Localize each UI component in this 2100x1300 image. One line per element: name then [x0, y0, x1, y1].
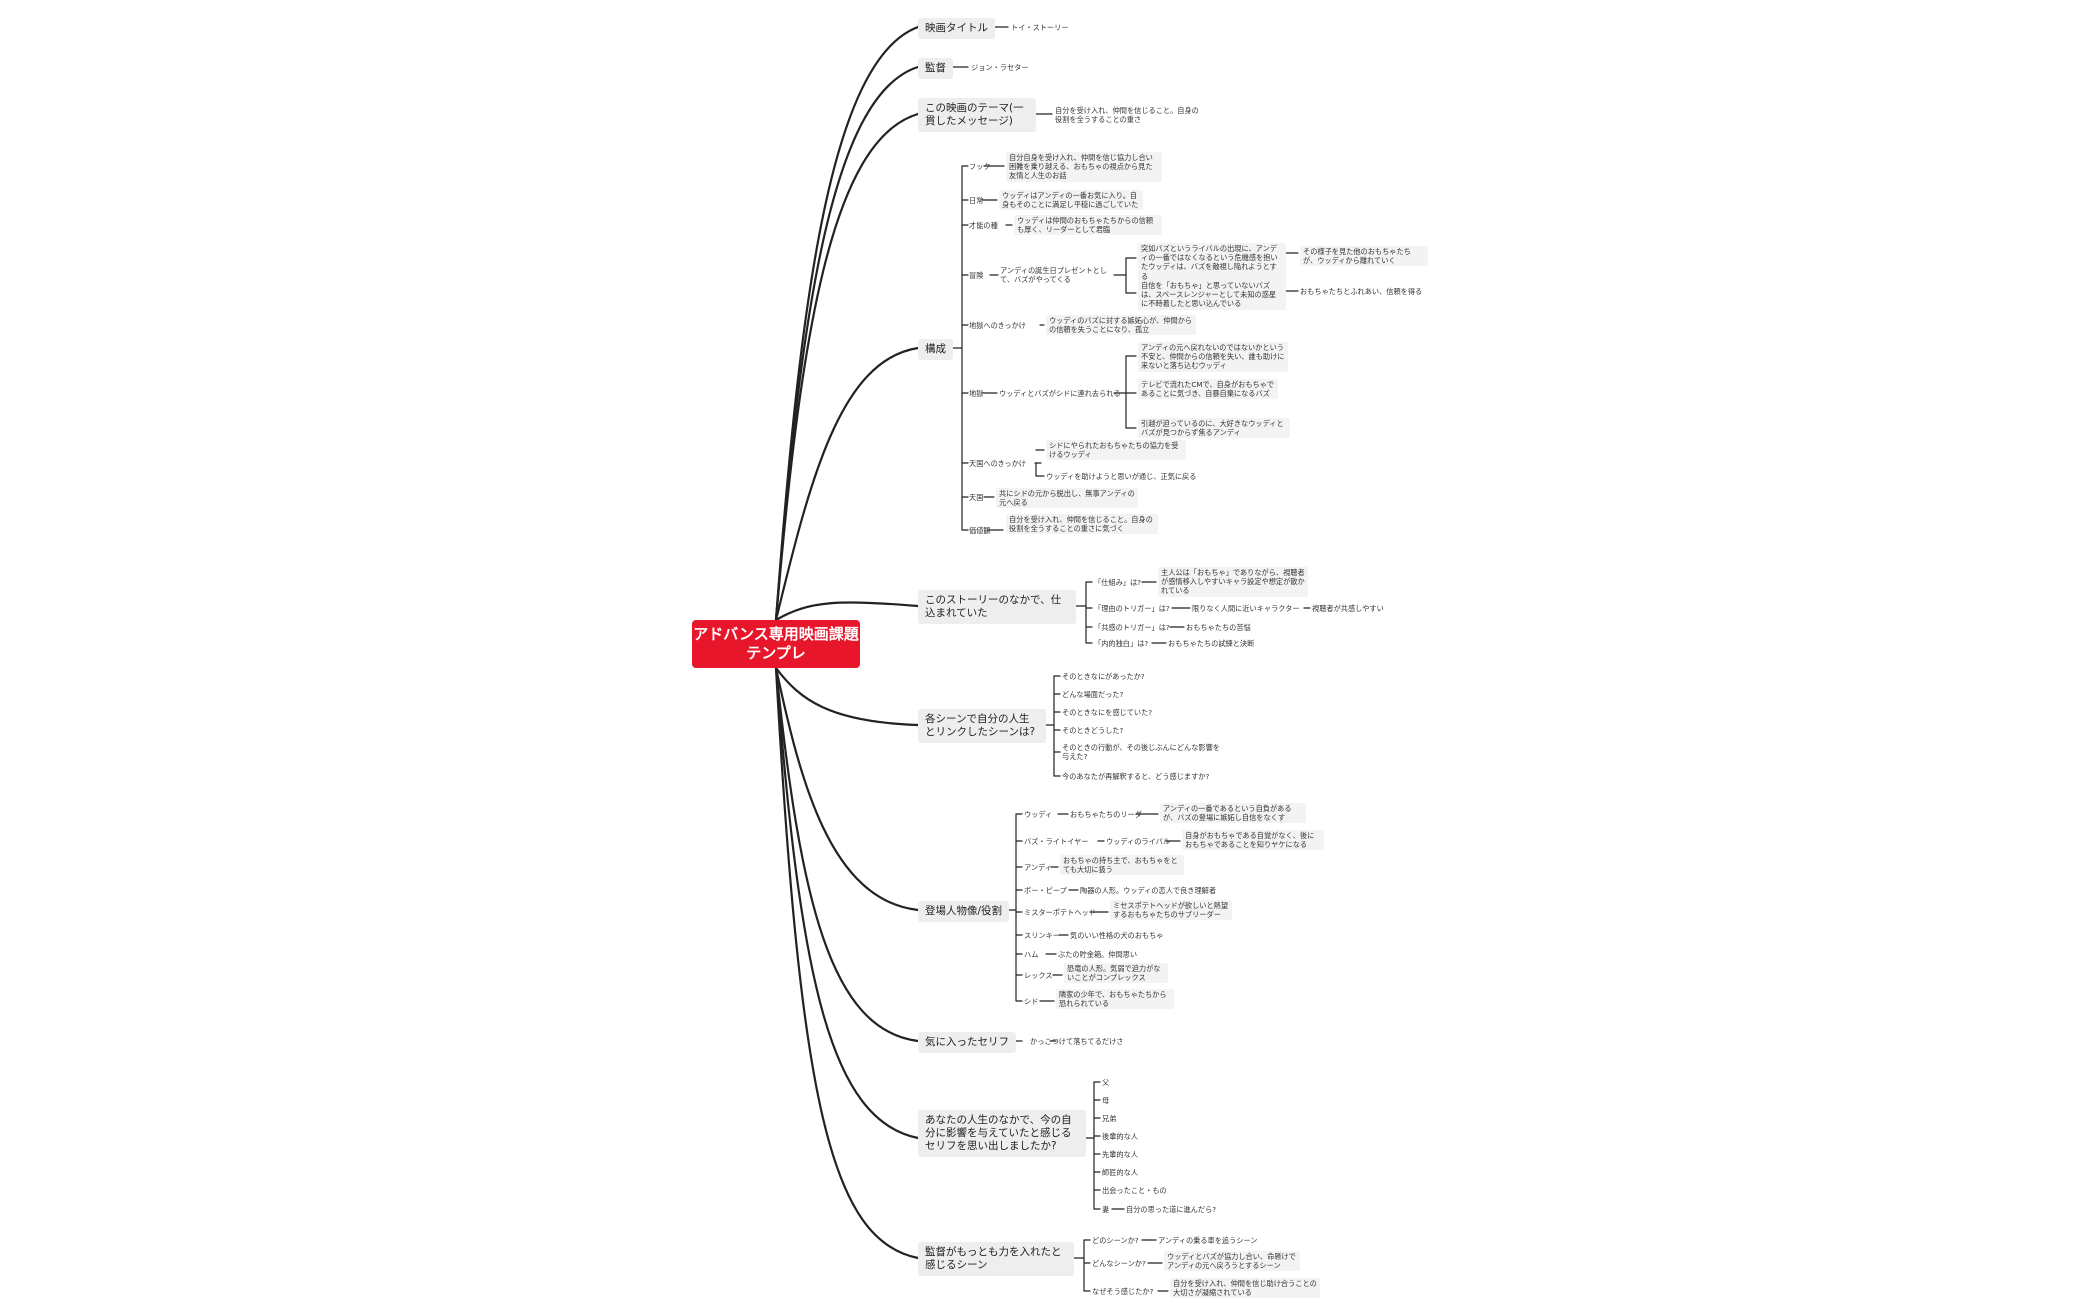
- character-woody[interactable]: ウッディ: [1024, 810, 1053, 819]
- adventure-child-1[interactable]: 突如バズというライバルの出現に、アンディの一番ではなくなるという危機感を抱いたウ…: [1138, 243, 1286, 282]
- structure-heaven-trigger[interactable]: 天国へのきっかけ: [969, 459, 1026, 468]
- character-sid-role[interactable]: 隣家の少年で、おもちゃたちから恐れられている: [1056, 989, 1174, 1010]
- character-slinky[interactable]: スリンキー: [1024, 931, 1060, 940]
- director-focus-a2[interactable]: ウッディとバズが協力し合い、命懸けでアンディの元へ戻ろうとするシーン: [1164, 1251, 1300, 1272]
- topic-theme[interactable]: この映画のテーマ(一貫したメッセージ): [918, 98, 1036, 132]
- setup-a2-result[interactable]: 視聴者が共感しやすい: [1312, 604, 1384, 613]
- hell-child-3[interactable]: 引越が迫っているのに、大好きなウッディとバズが見つからず焦るアンディ: [1138, 418, 1290, 439]
- movie-title-value[interactable]: トイ・ストーリー: [1011, 23, 1069, 32]
- structure-adventure[interactable]: 冒険: [969, 271, 984, 280]
- scene-question-2[interactable]: どんな場面だった?: [1062, 690, 1124, 699]
- director-focus-a3[interactable]: 自分を受け入れ、仲間を信じ助け合うことの大切さが凝縮されている: [1170, 1278, 1320, 1299]
- character-hamm-role[interactable]: ぶたの貯金箱。仲間思い: [1058, 950, 1138, 959]
- talent-value[interactable]: ウッディは仲間のおもちゃたちからの信頼も厚く、リーダーとして君臨: [1014, 215, 1162, 236]
- structure-hell-trigger[interactable]: 地獄へのきっかけ: [969, 321, 1026, 330]
- life-line-mentor[interactable]: 師匠的な人: [1102, 1168, 1138, 1177]
- director-focus-q2[interactable]: どんなシーンか?: [1092, 1259, 1146, 1268]
- director-focus-a1[interactable]: アンディの乗る車を追うシーン: [1158, 1236, 1258, 1245]
- life-line-siblings[interactable]: 兄弟: [1102, 1114, 1117, 1123]
- character-buzz-role[interactable]: ウッディのライバル: [1106, 837, 1171, 846]
- hell-value[interactable]: ウッディとバズがシドに連れ去られる: [999, 389, 1121, 398]
- structure-heaven[interactable]: 天国: [969, 493, 984, 502]
- character-rex-role[interactable]: 恐竜の人形。気弱で迫力がないことがコンプレックス: [1064, 963, 1168, 984]
- structure-daily[interactable]: 日常: [969, 196, 984, 205]
- director-focus-q3[interactable]: なぜそう感じたか?: [1092, 1287, 1154, 1296]
- character-sid[interactable]: シド: [1024, 997, 1039, 1006]
- topic-life-line[interactable]: あなたの人生のなかで、今の自分に影響を与えていたと感じるセリフを思い出しましたか…: [918, 1110, 1086, 1157]
- adventure-child-1-result[interactable]: その様子を見た他のおもちゃたちが、ウッディから離れていく: [1300, 246, 1428, 267]
- theme-value[interactable]: 自分を受け入れ、仲間を信じること。自身の役割を全うすることの重さ: [1055, 106, 1199, 125]
- scene-question-6[interactable]: 今のあなたが再解釈すると、どう感じますか?: [1062, 772, 1210, 781]
- heaven-value[interactable]: 共にシドの元から脱出し、無事アンディの元へ戻る: [996, 488, 1138, 509]
- character-woody-role[interactable]: おもちゃたちのリーダー: [1070, 810, 1150, 819]
- topic-setup[interactable]: このストーリーのなかで、仕込まれていた: [918, 590, 1076, 624]
- character-buzz-detail[interactable]: 自身がおもちゃである自覚がなく、後におもちゃであることを知りヤケになる: [1182, 830, 1324, 851]
- setup-q4[interactable]: 「内的独白」は?: [1094, 639, 1149, 648]
- character-slinky-role[interactable]: 気のいい性格の犬のおもちゃ: [1070, 931, 1164, 940]
- setup-q3[interactable]: 「共感のトリガー」は?: [1094, 623, 1170, 632]
- topic-director[interactable]: 監督: [918, 58, 953, 79]
- hell-child-1[interactable]: アンディの元へ戻れないのではないかという不安と、仲間からの信頼を失い、誰も助けに…: [1138, 342, 1288, 372]
- director-value[interactable]: ジョン・ラセター: [971, 63, 1029, 72]
- root-label: アドバンス専用映画課題テンプレ: [693, 625, 859, 662]
- topic-structure[interactable]: 構成: [918, 339, 953, 360]
- life-line-senior[interactable]: 先輩的な人: [1102, 1150, 1138, 1159]
- director-focus-q1[interactable]: どのシーンか?: [1092, 1236, 1139, 1245]
- structure-resolution[interactable]: 価値観: [969, 526, 991, 535]
- hell-child-2[interactable]: テレビで流れたCMで、自身がおもちゃであることに気づき、自暴自棄になるバズ: [1138, 379, 1278, 400]
- life-line-encounters[interactable]: 出会ったこと・もの: [1102, 1186, 1167, 1195]
- character-potato[interactable]: ミスターポテトヘッド: [1024, 908, 1096, 917]
- setup-a3[interactable]: おもちゃたちの苦悩: [1186, 623, 1251, 632]
- daily-value[interactable]: ウッディはアンディの一番お気に入り。自身もそのことに満足し平穏に過ごしていた: [999, 190, 1143, 211]
- topic-director-focus[interactable]: 監督がもっとも力を入れたと感じるシーン: [918, 1242, 1074, 1276]
- favorite-line-value[interactable]: かっこつけて落ちてるだけさ: [1030, 1037, 1124, 1046]
- adventure-value[interactable]: アンディの誕生日プレゼントとして、バズがやってくる: [1000, 266, 1108, 285]
- structure-talent[interactable]: 才能の種: [969, 221, 998, 230]
- scene-question-1[interactable]: そのときなにがあったか?: [1062, 672, 1145, 681]
- life-line-wife-detail[interactable]: 自分の思った道に進んだら?: [1126, 1205, 1217, 1214]
- character-rex[interactable]: レックス: [1024, 971, 1053, 980]
- life-line-wife[interactable]: 妻: [1102, 1205, 1110, 1214]
- character-andy-role[interactable]: おもちゃの持ち主で、おもちゃをとても大切に扱う: [1060, 855, 1184, 876]
- life-line-father[interactable]: 父: [1102, 1078, 1110, 1087]
- character-bo[interactable]: ボー・ピープ: [1024, 886, 1067, 895]
- hook-value[interactable]: 自分自身を受け入れ、仲間を信じ協力し合い困難を乗り越える、おもちゃの視点から見た…: [1006, 152, 1162, 182]
- life-line-mother[interactable]: 母: [1102, 1096, 1110, 1105]
- scene-question-4[interactable]: そのときどうした?: [1062, 726, 1124, 735]
- setup-a1[interactable]: 主人公は「おもちゃ」でありながら、視聴者が感情移入しやすいキャラ設定や想定が散か…: [1158, 567, 1308, 597]
- character-buzz[interactable]: バズ・ライトイヤー: [1024, 837, 1089, 846]
- heaven-trigger-child-1[interactable]: シドにやられたおもちゃたちの協力を受けるウッディ: [1046, 440, 1186, 461]
- setup-q1[interactable]: 「仕組み」は?: [1094, 578, 1141, 587]
- setup-a2[interactable]: 限りなく人間に近いキャラクター: [1192, 604, 1300, 613]
- setup-q2[interactable]: 「理由のトリガー」は?: [1094, 604, 1170, 613]
- topic-scenes[interactable]: 各シーンで自分の人生とリンクしたシーンは?: [918, 709, 1046, 743]
- character-woody-detail[interactable]: アンディの一番であるという自負があるが、バズの登場に嫉妬し自信をなくす: [1160, 803, 1306, 824]
- heaven-trigger-child-2[interactable]: ウッディを助けようと思いが通じ、正気に戻る: [1046, 472, 1197, 481]
- topic-movie-title[interactable]: 映画タイトル: [918, 18, 995, 39]
- adventure-child-2-result[interactable]: おもちゃたちとふれあい、信頼を得る: [1300, 287, 1423, 296]
- topic-favorite-line[interactable]: 気に入ったセリフ: [918, 1032, 1016, 1053]
- character-hamm[interactable]: ハム: [1024, 950, 1039, 959]
- hell-trigger-value[interactable]: ウッディのバズに対する嫉妬心が、仲間からの信頼を失うことになり、孤立: [1046, 315, 1196, 336]
- character-potato-role[interactable]: ミセスポテトヘッドが欲しいと熱望するおもちゃたちのサブリーダー: [1110, 900, 1232, 921]
- structure-hook[interactable]: フック: [969, 162, 991, 171]
- setup-a4[interactable]: おもちゃたちの試練と決断: [1168, 639, 1255, 648]
- root-topic[interactable]: アドバンス専用映画課題テンプレ: [692, 620, 860, 668]
- structure-hell[interactable]: 地獄: [969, 389, 984, 398]
- character-bo-role[interactable]: 陶器の人形。ウッディの恋人で良き理解者: [1080, 886, 1217, 895]
- scene-question-3[interactable]: そのときなにを感じていた?: [1062, 708, 1153, 717]
- life-line-junior[interactable]: 後輩的な人: [1102, 1132, 1138, 1141]
- scene-question-5[interactable]: そのときの行動が、その後じぶんにどんな影響を与えた?: [1062, 743, 1220, 762]
- resolution-value[interactable]: 自分を受け入れ、仲間を信じること。自身の役割を全うすることの重さに気づく: [1006, 514, 1158, 535]
- character-andy[interactable]: アンディ: [1024, 863, 1052, 872]
- adventure-child-2[interactable]: 自信を「おもちゃ」と思っていないバズは、スペースレンジャーとして未知の惑星に不時…: [1138, 280, 1286, 310]
- topic-characters[interactable]: 登場人物像/役割: [918, 901, 1010, 922]
